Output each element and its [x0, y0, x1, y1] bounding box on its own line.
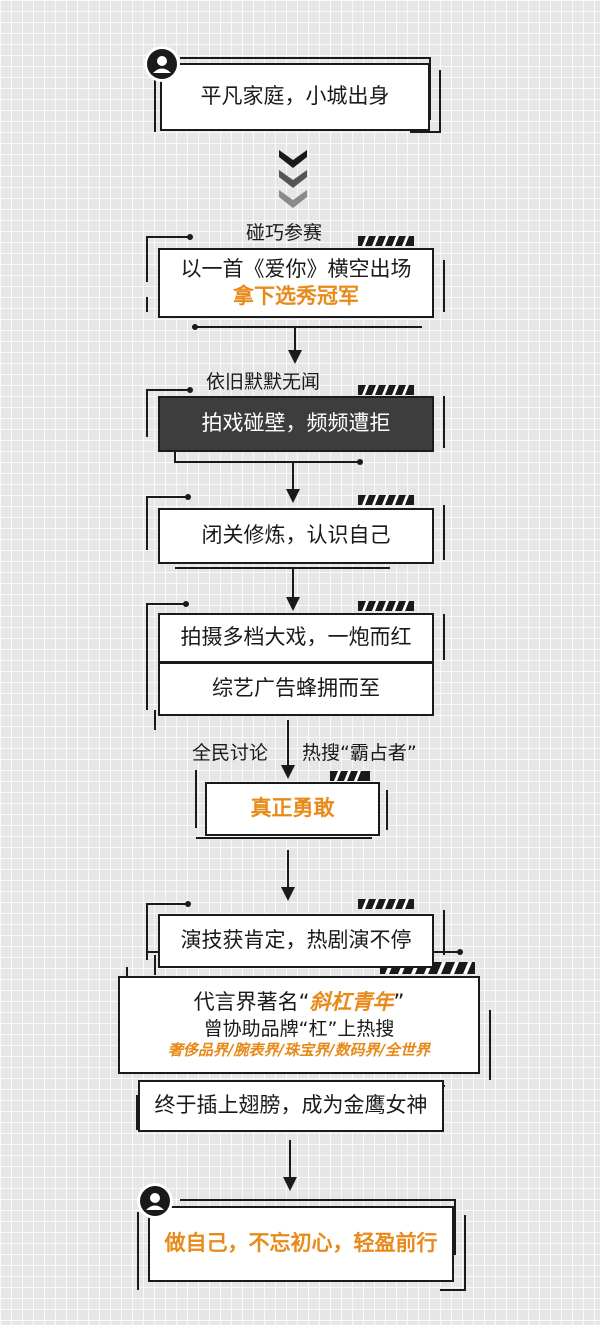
user-avatar-icon	[144, 46, 180, 82]
step6b-suffix: ”	[393, 990, 405, 1015]
triple-chevron-down-icon	[279, 150, 307, 208]
step4b-text: 综艺广告蜂拥而至	[212, 676, 380, 701]
step6b-box: 代言界著名“斜杠青年” 曾协助品牌“杠”上热搜 奢侈品界/腕表界/珠宝界/数码界…	[118, 976, 480, 1074]
step6c-text: 终于插上翅膀，成为金鹰女神	[154, 1093, 428, 1118]
step1-box: 以一首《爱你》横空出场 拿下选秀冠军	[158, 248, 434, 318]
step1-line2: 拿下选秀冠军	[233, 284, 359, 308]
step5-text: 真正勇敢	[250, 796, 335, 821]
step5-label-left: 全民讨论	[192, 742, 269, 764]
step2-text: 拍戏碰壁，频频遭拒	[201, 411, 391, 436]
step5-label-right: 热搜“霸占者”	[302, 742, 417, 764]
user-avatar-icon	[137, 1183, 173, 1219]
step6b-line2: 曾协助品牌“杠”上热搜	[203, 1017, 395, 1040]
step4a-text: 拍摄多档大戏，一炮而红	[180, 625, 412, 650]
step1-bracket	[146, 236, 445, 328]
step6b-highlight: 斜杠青年	[309, 990, 394, 1015]
step6a-box: 演技获肯定，热剧演不停	[158, 914, 434, 968]
step5-box: 真正勇敢	[205, 782, 380, 836]
step6a-text: 演技获肯定，热剧演不停	[180, 928, 412, 953]
step4a-box: 拍摄多档大戏，一炮而红	[158, 613, 434, 663]
stripe-deco-icon	[358, 236, 414, 246]
step6b-prefix: 代言界著名“	[193, 990, 310, 1015]
step2-label: 依旧默默无闻	[206, 371, 321, 393]
step6c-box: 终于插上翅膀，成为金鹰女神	[138, 1080, 444, 1132]
end-text: 做自己，不忘初心，轻盈前行	[164, 1231, 438, 1256]
step4b-box: 综艺广告蜂拥而至	[158, 662, 434, 716]
step3-box: 闭关修炼，认识自己	[158, 508, 434, 564]
step1-label: 碰巧参赛	[246, 222, 323, 244]
step2-box: 拍戏碰壁，频频遭拒	[158, 396, 434, 452]
start-box: 平凡家庭，小城出身	[160, 63, 430, 131]
step1-line1: 以一首《爱你》横空出场	[180, 256, 412, 281]
start-text: 平凡家庭，小城出身	[200, 84, 390, 109]
end-box: 做自己，不忘初心，轻盈前行	[148, 1206, 454, 1282]
step6b-categories: 奢侈品界/腕表界/珠宝界/数码界/全世界	[168, 1041, 430, 1060]
step3-text: 闭关修炼，认识自己	[201, 523, 391, 548]
